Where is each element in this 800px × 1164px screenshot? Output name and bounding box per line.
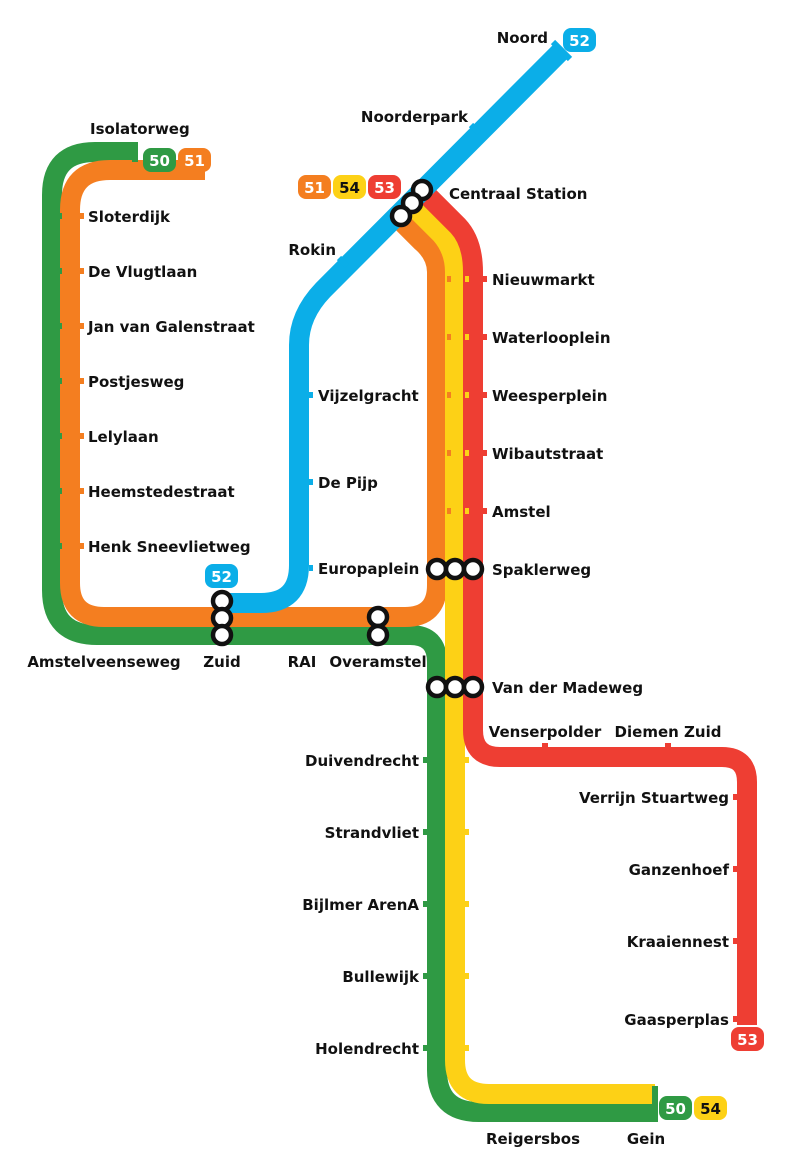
transfer-overamstel[interactable] (366, 605, 390, 647)
svg-text:50: 50 (665, 1100, 686, 1118)
station-label-nieuwmarkt[interactable]: Nieuwmarkt (492, 271, 595, 289)
badge-centraal-51: 51 (298, 175, 331, 199)
station-label-wibautstraat[interactable]: Wibautstraat (492, 445, 603, 463)
station-label-amstel[interactable]: Amstel (492, 503, 551, 521)
line-53-route (414, 182, 757, 1025)
station-label-centraal-station[interactable]: Centraal Station (449, 185, 587, 203)
svg-text:53: 53 (737, 1031, 758, 1049)
station-label-jan-van-galenstraat[interactable]: Jan van Galenstraat (87, 318, 255, 336)
station-label-de-vlugtlaan[interactable]: De Vlugtlaan (88, 263, 197, 281)
transfer-van-der-madeweg[interactable] (425, 675, 485, 699)
badge-zuid-52: 52 (205, 564, 238, 588)
badge-gaasperplas-53: 53 (731, 1027, 764, 1051)
station-label-overamstel[interactable]: Overamstel (329, 653, 426, 671)
svg-text:52: 52 (569, 32, 590, 50)
station-label-weesperplein[interactable]: Weesperplein (492, 387, 607, 405)
station-label-postjesweg[interactable]: Postjesweg (88, 373, 184, 391)
station-label-diemen-zuid[interactable]: Diemen Zuid (615, 723, 722, 741)
badge-centraal-54: 54 (333, 175, 366, 199)
station-label-europaplein[interactable]: Europaplein (318, 560, 419, 578)
badge-centraal-53: 53 (368, 175, 401, 199)
station-label-noord[interactable]: Noord (497, 29, 548, 47)
station-label-lelylaan[interactable]: Lelylaan (88, 428, 159, 446)
badge-gein-50: 50 (659, 1096, 692, 1120)
line-52-route (222, 42, 570, 613)
station-label-reigersbos[interactable]: Reigersbos (486, 1130, 580, 1148)
station-label-van-der-madeweg[interactable]: Van der Madeweg (492, 679, 643, 697)
station-label-ganzenhoef[interactable]: Ganzenhoef (629, 861, 730, 879)
badge-isolatorweg-51: 51 (178, 148, 211, 172)
tick-rokin (336, 255, 350, 269)
station-label-gein[interactable]: Gein (627, 1130, 665, 1148)
station-label-holendrecht[interactable]: Holendrecht (315, 1040, 419, 1058)
station-label-rokin[interactable]: Rokin (288, 241, 336, 259)
tick-noord (550, 39, 573, 62)
svg-text:51: 51 (304, 179, 325, 197)
svg-text:50: 50 (149, 152, 170, 170)
station-label-bijlmer-arena[interactable]: Bijlmer ArenA (302, 896, 419, 914)
station-label-venserpolder[interactable]: Venserpolder (489, 723, 602, 741)
station-label-kraaiennest[interactable]: Kraaiennest (627, 933, 729, 951)
line-51-route (60, 160, 447, 627)
station-label-sloterdijk[interactable]: Sloterdijk (88, 208, 171, 226)
svg-text:54: 54 (700, 1100, 721, 1118)
station-label-strandvliet[interactable]: Strandvliet (325, 824, 419, 842)
station-label-de-pijp[interactable]: De Pijp (318, 474, 378, 492)
svg-text:54: 54 (339, 179, 360, 197)
station-label-bullewijk[interactable]: Bullewijk (342, 968, 420, 986)
station-label-noorderpark[interactable]: Noorderpark (361, 108, 469, 126)
badge-isolatorweg-50: 50 (143, 148, 176, 172)
transfer-centraal-station[interactable] (389, 178, 434, 228)
svg-text:53: 53 (374, 179, 395, 197)
svg-text:52: 52 (211, 568, 232, 586)
station-label-amstelveenseweg[interactable]: Amstelveenseweg (27, 653, 180, 671)
station-label-verrijn-stuartweg[interactable]: Verrijn Stuartweg (579, 789, 729, 807)
station-label-heemstedestraat[interactable]: Heemstedestraat (88, 483, 235, 501)
station-label-duivendrecht[interactable]: Duivendrecht (305, 752, 419, 770)
badge-gein-54: 54 (694, 1096, 727, 1120)
station-label-spaklerweg[interactable]: Spaklerweg (492, 561, 591, 579)
station-label-waterlooplein[interactable]: Waterlooplein (492, 329, 611, 347)
svg-text:51: 51 (184, 152, 205, 170)
station-label-henk-sneevlietweg[interactable]: Henk Sneevlietweg (88, 538, 251, 556)
badge-noord-52: 52 (563, 28, 596, 52)
transfer-zuid[interactable] (210, 589, 234, 647)
transfer-spaklerweg[interactable] (425, 557, 485, 581)
line-50-route (42, 142, 655, 1122)
line-54-route (404, 197, 655, 1104)
station-label-isolatorweg[interactable]: Isolatorweg (90, 120, 190, 138)
station-label-zuid[interactable]: Zuid (203, 653, 240, 671)
tick-noorderpark (468, 122, 482, 136)
station-label-rai[interactable]: RAI (288, 653, 317, 671)
station-label-vijzelgracht[interactable]: Vijzelgracht (318, 387, 419, 405)
station-label-gaasperplas[interactable]: Gaasperplas (624, 1011, 729, 1029)
